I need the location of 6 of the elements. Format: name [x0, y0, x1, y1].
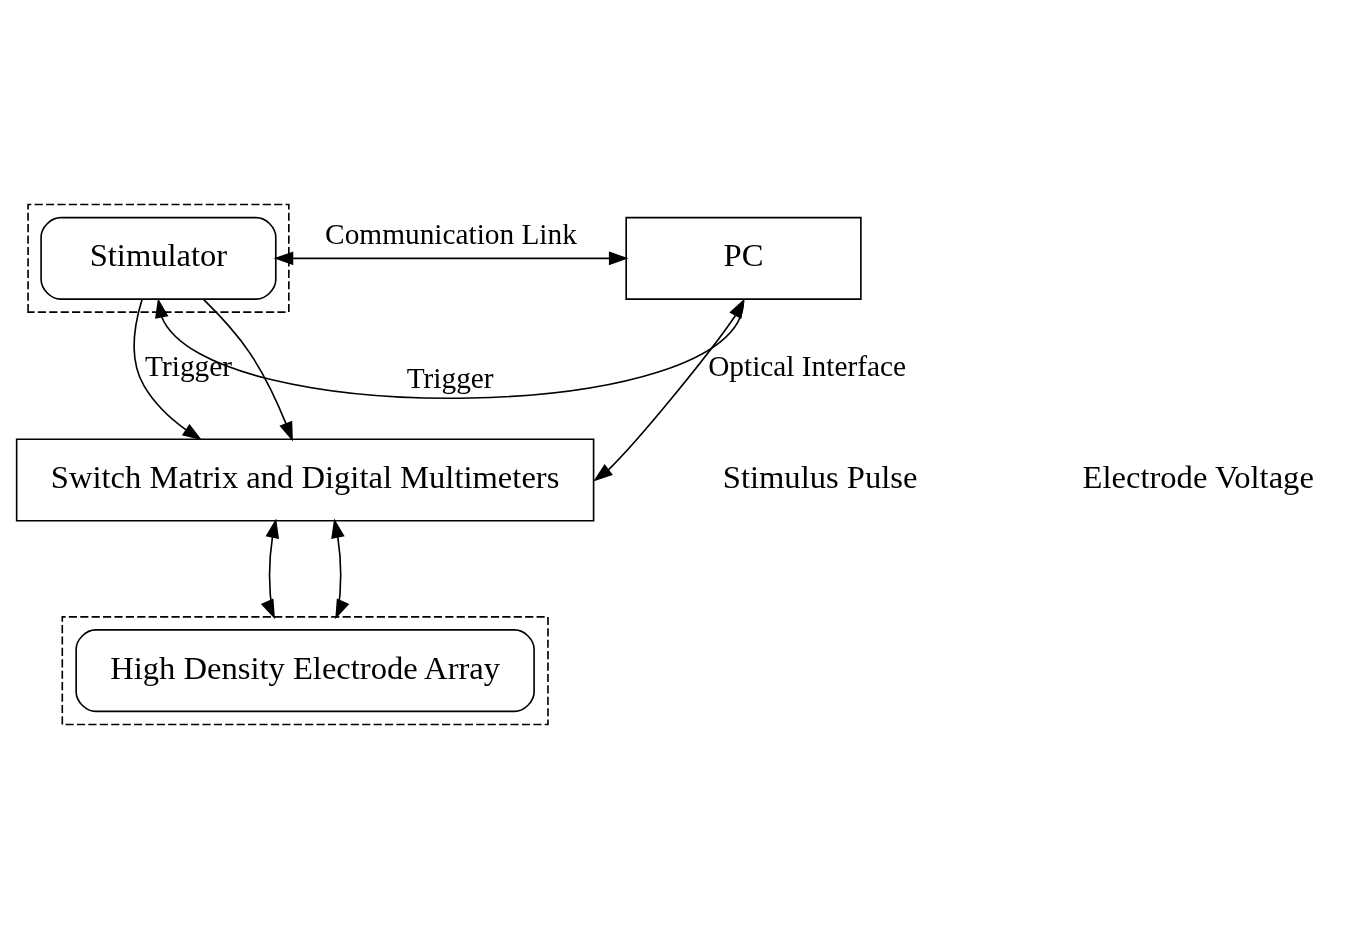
edge-label: Trigger: [145, 349, 233, 382]
edge-label: Optical Interface: [708, 349, 906, 382]
label: Stimulus Pulse: [722, 458, 918, 495]
edge-label: Trigger: [406, 361, 494, 394]
label: Electrode Voltage: [1082, 458, 1314, 495]
edge-label: Communication Link: [325, 217, 577, 250]
